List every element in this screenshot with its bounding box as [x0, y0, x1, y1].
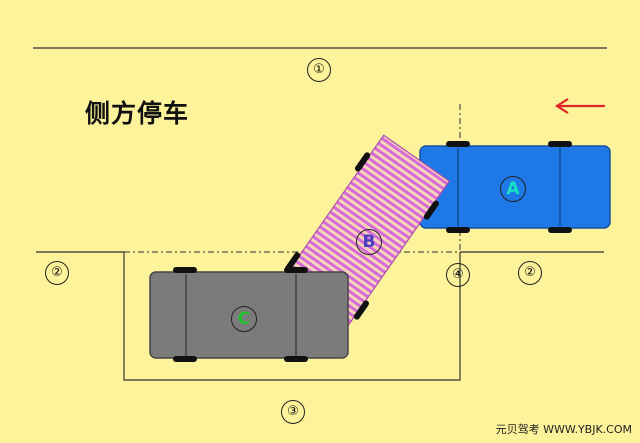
- wheel: [446, 141, 470, 147]
- wheel: [173, 356, 197, 362]
- wheel: [284, 267, 308, 273]
- diagram-title: 侧方停车: [85, 99, 190, 128]
- parking-bay-outline: [123, 252, 461, 381]
- zone-label-curb-left: ②: [45, 261, 69, 285]
- zone-label-marker: ④: [446, 263, 470, 287]
- direction-arrow: [554, 98, 605, 114]
- car-label-a: A: [500, 176, 526, 202]
- wheel: [284, 356, 308, 362]
- wheel: [285, 252, 301, 272]
- wheel: [173, 267, 197, 273]
- wheel: [446, 227, 470, 233]
- wheel: [548, 141, 572, 147]
- wheel: [423, 200, 439, 220]
- car-label-c: C: [231, 306, 257, 332]
- wheel: [354, 152, 371, 172]
- zone-label-road: ①: [307, 58, 331, 82]
- zone-label-bay: ③: [281, 400, 305, 424]
- car-label-b: B: [356, 229, 382, 255]
- watermark: 元贝驾考 WWW.YBJK.COM: [495, 423, 632, 436]
- wheel: [548, 227, 572, 233]
- zone-label-curb-right: ②: [518, 261, 542, 285]
- wheel: [353, 300, 370, 320]
